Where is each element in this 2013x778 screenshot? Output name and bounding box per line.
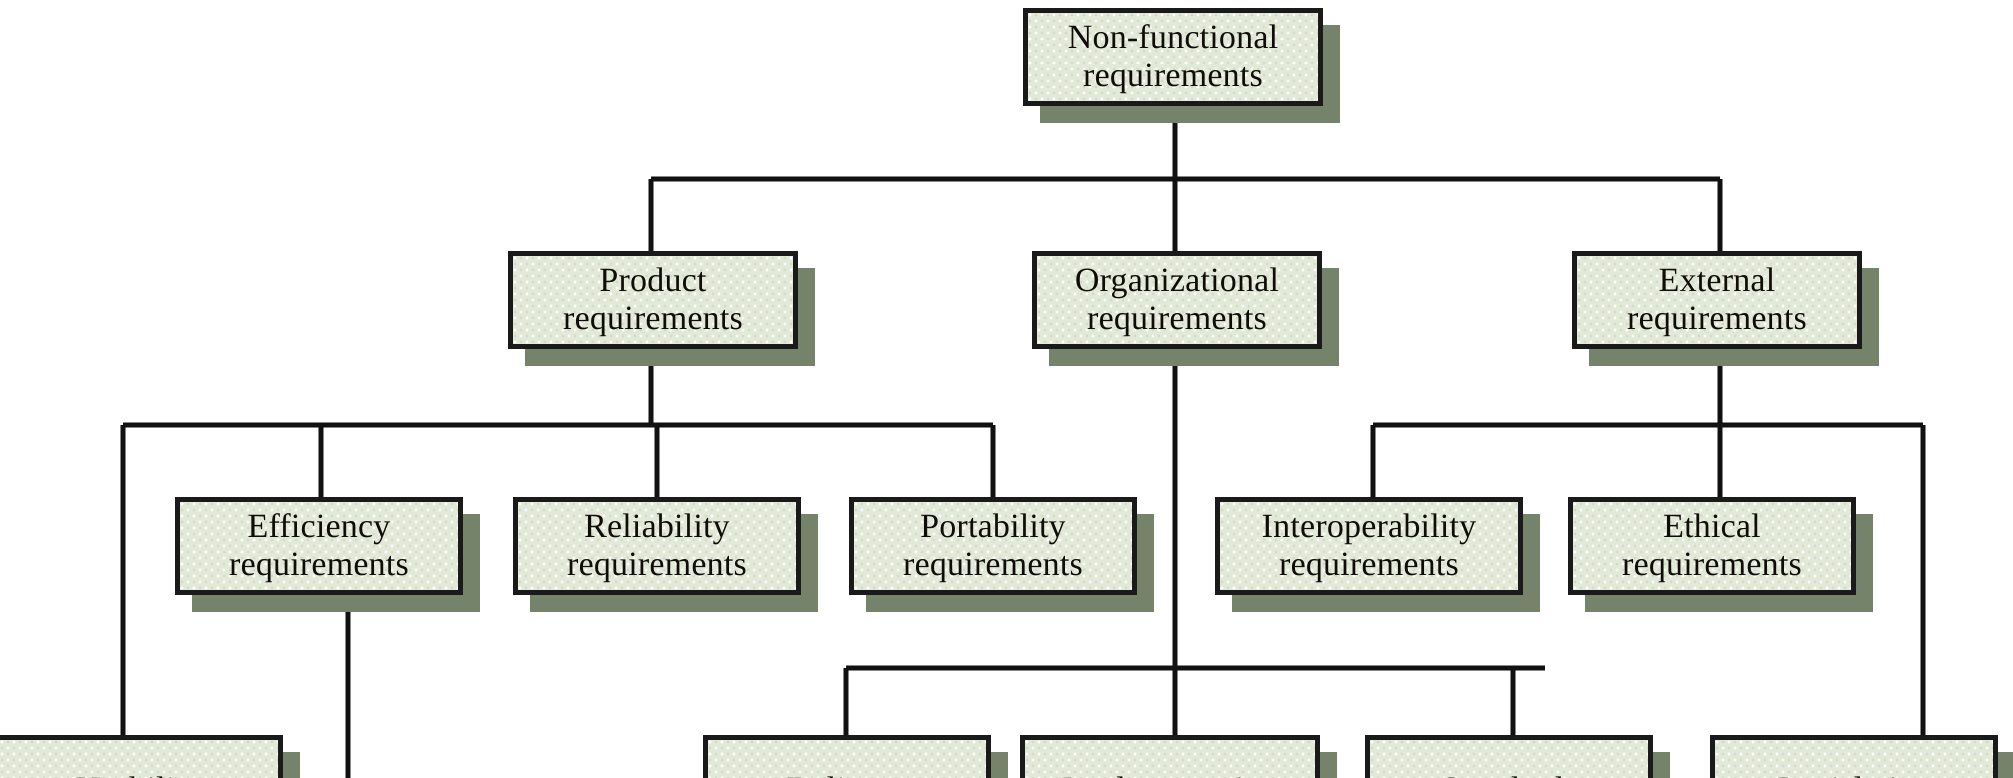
node-box: Efficiency requirements [175, 497, 463, 595]
node-non-functional-requirements[interactable]: Non-functional requirements [1023, 8, 1340, 123]
node-reliability-requirements[interactable]: Reliability requirements [513, 497, 818, 612]
node-label: Reliability requirements [567, 507, 747, 583]
node-box: Legislative [1710, 735, 1998, 778]
node-label: Usability [76, 771, 202, 778]
node-box: Standards [1365, 735, 1653, 778]
node-label: Ethical requirements [1622, 507, 1802, 583]
node-label: Delivery [787, 771, 908, 778]
node-label: Non-functional requirements [1067, 18, 1279, 94]
node-box: Reliability requirements [513, 497, 801, 595]
node-box: External requirements [1572, 251, 1862, 349]
node-label: Efficiency requirements [229, 507, 409, 583]
node-box: Product requirements [508, 251, 798, 349]
node-label: Standards [1441, 771, 1577, 778]
node-box: Delivery [703, 735, 991, 778]
node-legislative-requirements[interactable]: Legislative [1710, 735, 2013, 778]
node-ethical-requirements[interactable]: Ethical requirements [1568, 497, 1873, 612]
node-box: Implementation [1020, 735, 1320, 778]
node-label: Implementation [1061, 771, 1279, 778]
node-label: External requirements [1627, 261, 1807, 337]
node-interoperability-requirements[interactable]: Interoperability requirements [1215, 497, 1540, 612]
node-standards-requirements[interactable]: Standards [1365, 735, 1670, 778]
node-portability-requirements[interactable]: Portability requirements [849, 497, 1154, 612]
node-organizational-requirements[interactable]: Organizational requirements [1032, 251, 1339, 366]
node-delivery-requirements[interactable]: Delivery [703, 735, 1008, 778]
node-box: Usability [0, 735, 283, 778]
node-product-requirements[interactable]: Product requirements [508, 251, 815, 366]
node-label: Product requirements [563, 261, 743, 337]
node-external-requirements[interactable]: External requirements [1572, 251, 1879, 366]
node-usability-requirements[interactable]: Usability [0, 735, 300, 778]
node-box: Non-functional requirements [1023, 8, 1323, 106]
node-efficiency-requirements[interactable]: Efficiency requirements [175, 497, 480, 612]
node-label: Portability requirements [903, 507, 1083, 583]
node-box: Interoperability requirements [1215, 497, 1523, 595]
node-implementation-requirements[interactable]: Implementation [1020, 735, 1337, 778]
node-box: Organizational requirements [1032, 251, 1322, 349]
node-box: Ethical requirements [1568, 497, 1856, 595]
node-label: Legislative [1777, 771, 1930, 778]
node-label: Organizational requirements [1074, 261, 1280, 337]
node-label: Interoperability requirements [1261, 507, 1477, 583]
node-box: Portability requirements [849, 497, 1137, 595]
